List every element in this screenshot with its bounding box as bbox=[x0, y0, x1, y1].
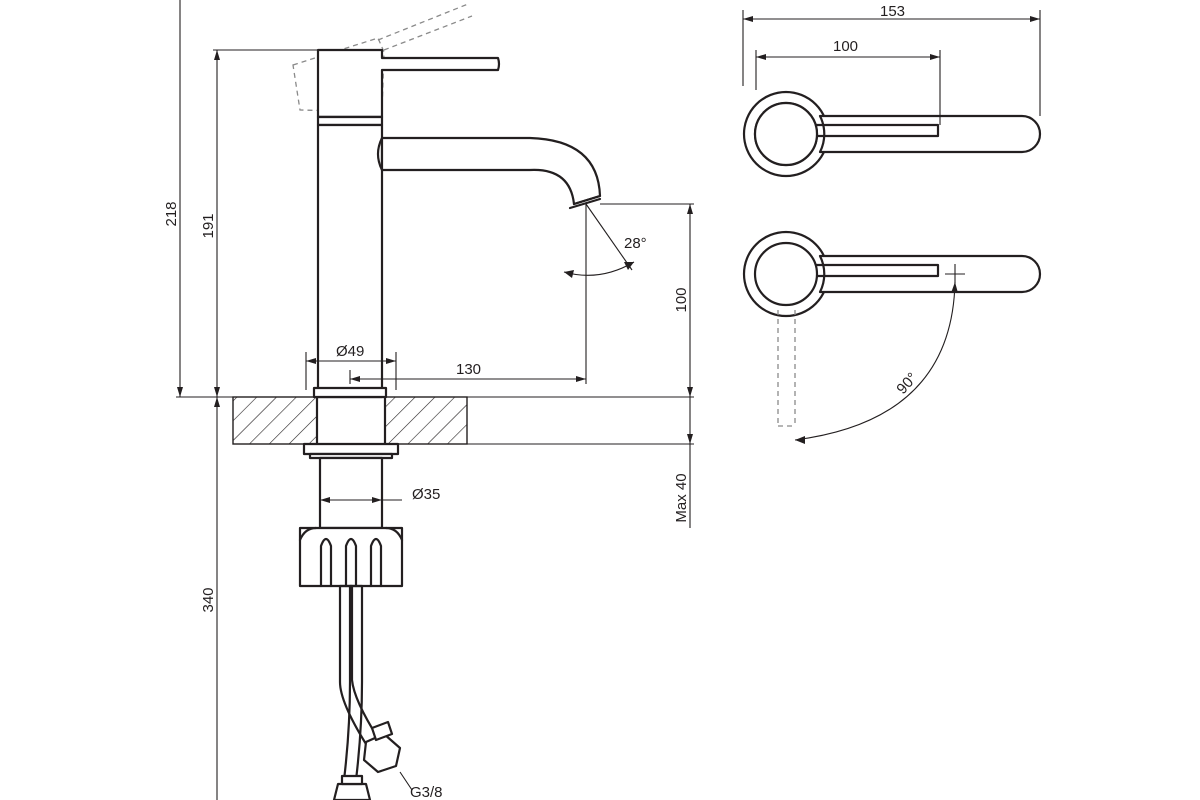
side-dimensions bbox=[176, 0, 694, 800]
label-spout-clearance: 100 bbox=[673, 287, 690, 312]
label-body-height: 191 bbox=[200, 213, 217, 238]
label-handle-rotation: 90° bbox=[893, 369, 921, 397]
side-view: 218 191 340 Ø49 130 28° 100 Max 40 Ø35 G… bbox=[163, 0, 694, 800]
handle-ghost-position bbox=[292, 3, 473, 113]
label-top-overall: 153 bbox=[880, 3, 905, 20]
label-spout-angle: 28° bbox=[624, 235, 647, 252]
label-body-diameter: Ø49 bbox=[336, 343, 364, 360]
label-top-handle: 100 bbox=[833, 38, 858, 55]
top-view-closed: 153 100 bbox=[742, 3, 1042, 178]
mounting-shank bbox=[298, 442, 404, 588]
faucet-body bbox=[312, 48, 602, 399]
label-total-height: 218 bbox=[163, 201, 180, 226]
label-hose-length: 340 bbox=[200, 587, 217, 612]
label-max-counter: Max 40 bbox=[673, 473, 690, 522]
top-view-rotation: 90° bbox=[742, 230, 1042, 444]
flexible-hoses bbox=[332, 584, 413, 800]
label-spout-reach: 130 bbox=[456, 361, 481, 378]
label-hose-thread: G3/8 bbox=[410, 784, 443, 800]
label-shank-diameter: Ø35 bbox=[412, 486, 440, 503]
countertop-section bbox=[232, 395, 468, 446]
